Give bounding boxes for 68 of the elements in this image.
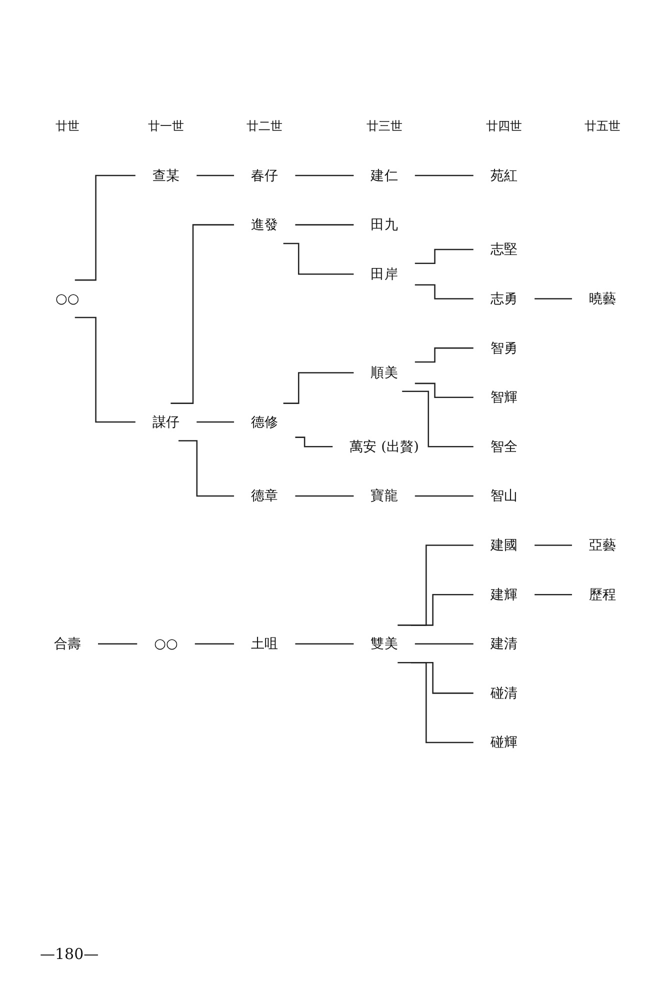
generation-label: 廿三世 [366, 118, 402, 135]
connector [402, 390, 474, 448]
node-text: 土咀 [251, 635, 278, 652]
node-text: 苑紅 [490, 167, 518, 184]
connector [414, 284, 474, 300]
connector [411, 594, 474, 626]
connector [295, 224, 354, 226]
connector [414, 248, 474, 264]
node-text: 田九 [370, 216, 398, 232]
node-text: 德章 [251, 487, 278, 504]
node-text: 建輝 [490, 586, 518, 602]
node-text: 智全 [490, 438, 518, 454]
node-text: 進發 [251, 216, 278, 232]
generation-label: 廿二世 [246, 118, 283, 135]
node-text: ○○ [56, 290, 80, 306]
node-text: 智勇 [490, 340, 518, 356]
node-text: 雙美 [370, 635, 398, 652]
node-text: 田岸 [370, 266, 398, 282]
generation-label: 廿五世 [584, 118, 621, 135]
node-text: 建國 [490, 536, 518, 553]
connector [414, 382, 474, 398]
node-text: 亞藝 [588, 536, 616, 553]
connector [534, 594, 572, 596]
node-text: 查某 [152, 167, 180, 184]
generation-label: 廿一世 [148, 118, 184, 135]
node-text: 歷程 [588, 586, 616, 602]
connector [74, 316, 136, 423]
node-text: 曉藝 [588, 290, 616, 306]
node-text: 碰輝 [490, 734, 518, 750]
node-text: 合壽 [54, 635, 82, 652]
connector [178, 440, 234, 497]
node-text: 德修 [251, 414, 278, 430]
generation-label: 廿四世 [486, 118, 522, 135]
node-text: 春仔 [251, 167, 278, 184]
connector [414, 174, 474, 176]
generation-label: 廿世 [55, 118, 80, 135]
connector [295, 436, 333, 448]
connector [414, 643, 474, 645]
connector [283, 242, 354, 275]
node-text: 志勇 [490, 290, 518, 306]
connector [534, 298, 572, 300]
connector [398, 544, 474, 626]
node-text: 建清 [490, 635, 518, 652]
connector [196, 174, 234, 176]
connector [74, 174, 136, 281]
node-text: 志堅 [490, 240, 518, 258]
connector [414, 347, 474, 363]
node-text: 建仁 [370, 167, 398, 184]
connector [295, 495, 354, 497]
connector [196, 421, 234, 423]
node-text: 碰清 [490, 684, 518, 701]
node-text: 寶龍 [370, 487, 398, 504]
node-text: 智山 [490, 487, 518, 504]
node-text: ○○ [154, 635, 178, 652]
connector [295, 643, 354, 645]
node-text: 順美 [370, 364, 398, 380]
node-text: 謀仔 [152, 414, 180, 430]
page-number: —180— [40, 945, 99, 963]
connector [98, 643, 138, 645]
connector [283, 372, 354, 404]
connector [194, 643, 234, 645]
connector [414, 495, 474, 497]
connector [398, 662, 474, 744]
connector [170, 224, 234, 404]
connector [295, 174, 354, 176]
node-text: 萬安 (出贅) [350, 438, 419, 454]
node-text: 智輝 [490, 388, 518, 406]
connector [534, 544, 572, 546]
